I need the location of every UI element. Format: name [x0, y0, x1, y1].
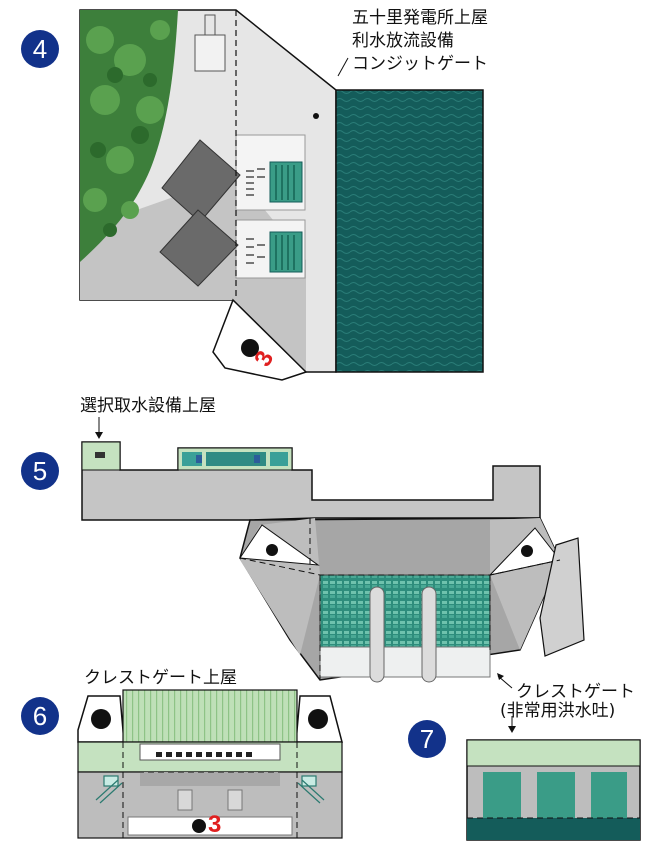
panel-7-crest-gate [466, 716, 641, 841]
selective-intake-house-label: 選択取水設備上屋 [80, 396, 216, 416]
crest-gate-label: クレストゲート [516, 682, 635, 702]
section-number-7: 7 [408, 720, 446, 758]
section-number-5: 5 [21, 452, 59, 490]
conduit-gate-label: コンジットゲート [352, 54, 488, 74]
part-number-mark: 3 [208, 811, 222, 838]
panel-6-crest-gate-housing [77, 689, 343, 839]
crest-gate-house-label: クレストゲート上屋 [84, 668, 237, 688]
section-number-4: 4 [21, 30, 59, 68]
water-texture [335, 89, 484, 373]
panel-4-power-station [79, 9, 484, 381]
water-discharge-facility-label: 利水放流設備 [352, 31, 454, 51]
power-station-house-label: 五十里発電所上屋 [352, 8, 488, 28]
panel-5-dam-body [81, 417, 585, 689]
section-number-6: 6 [21, 697, 59, 735]
emergency-spillway-label: (非常用洪水吐) [500, 701, 616, 721]
